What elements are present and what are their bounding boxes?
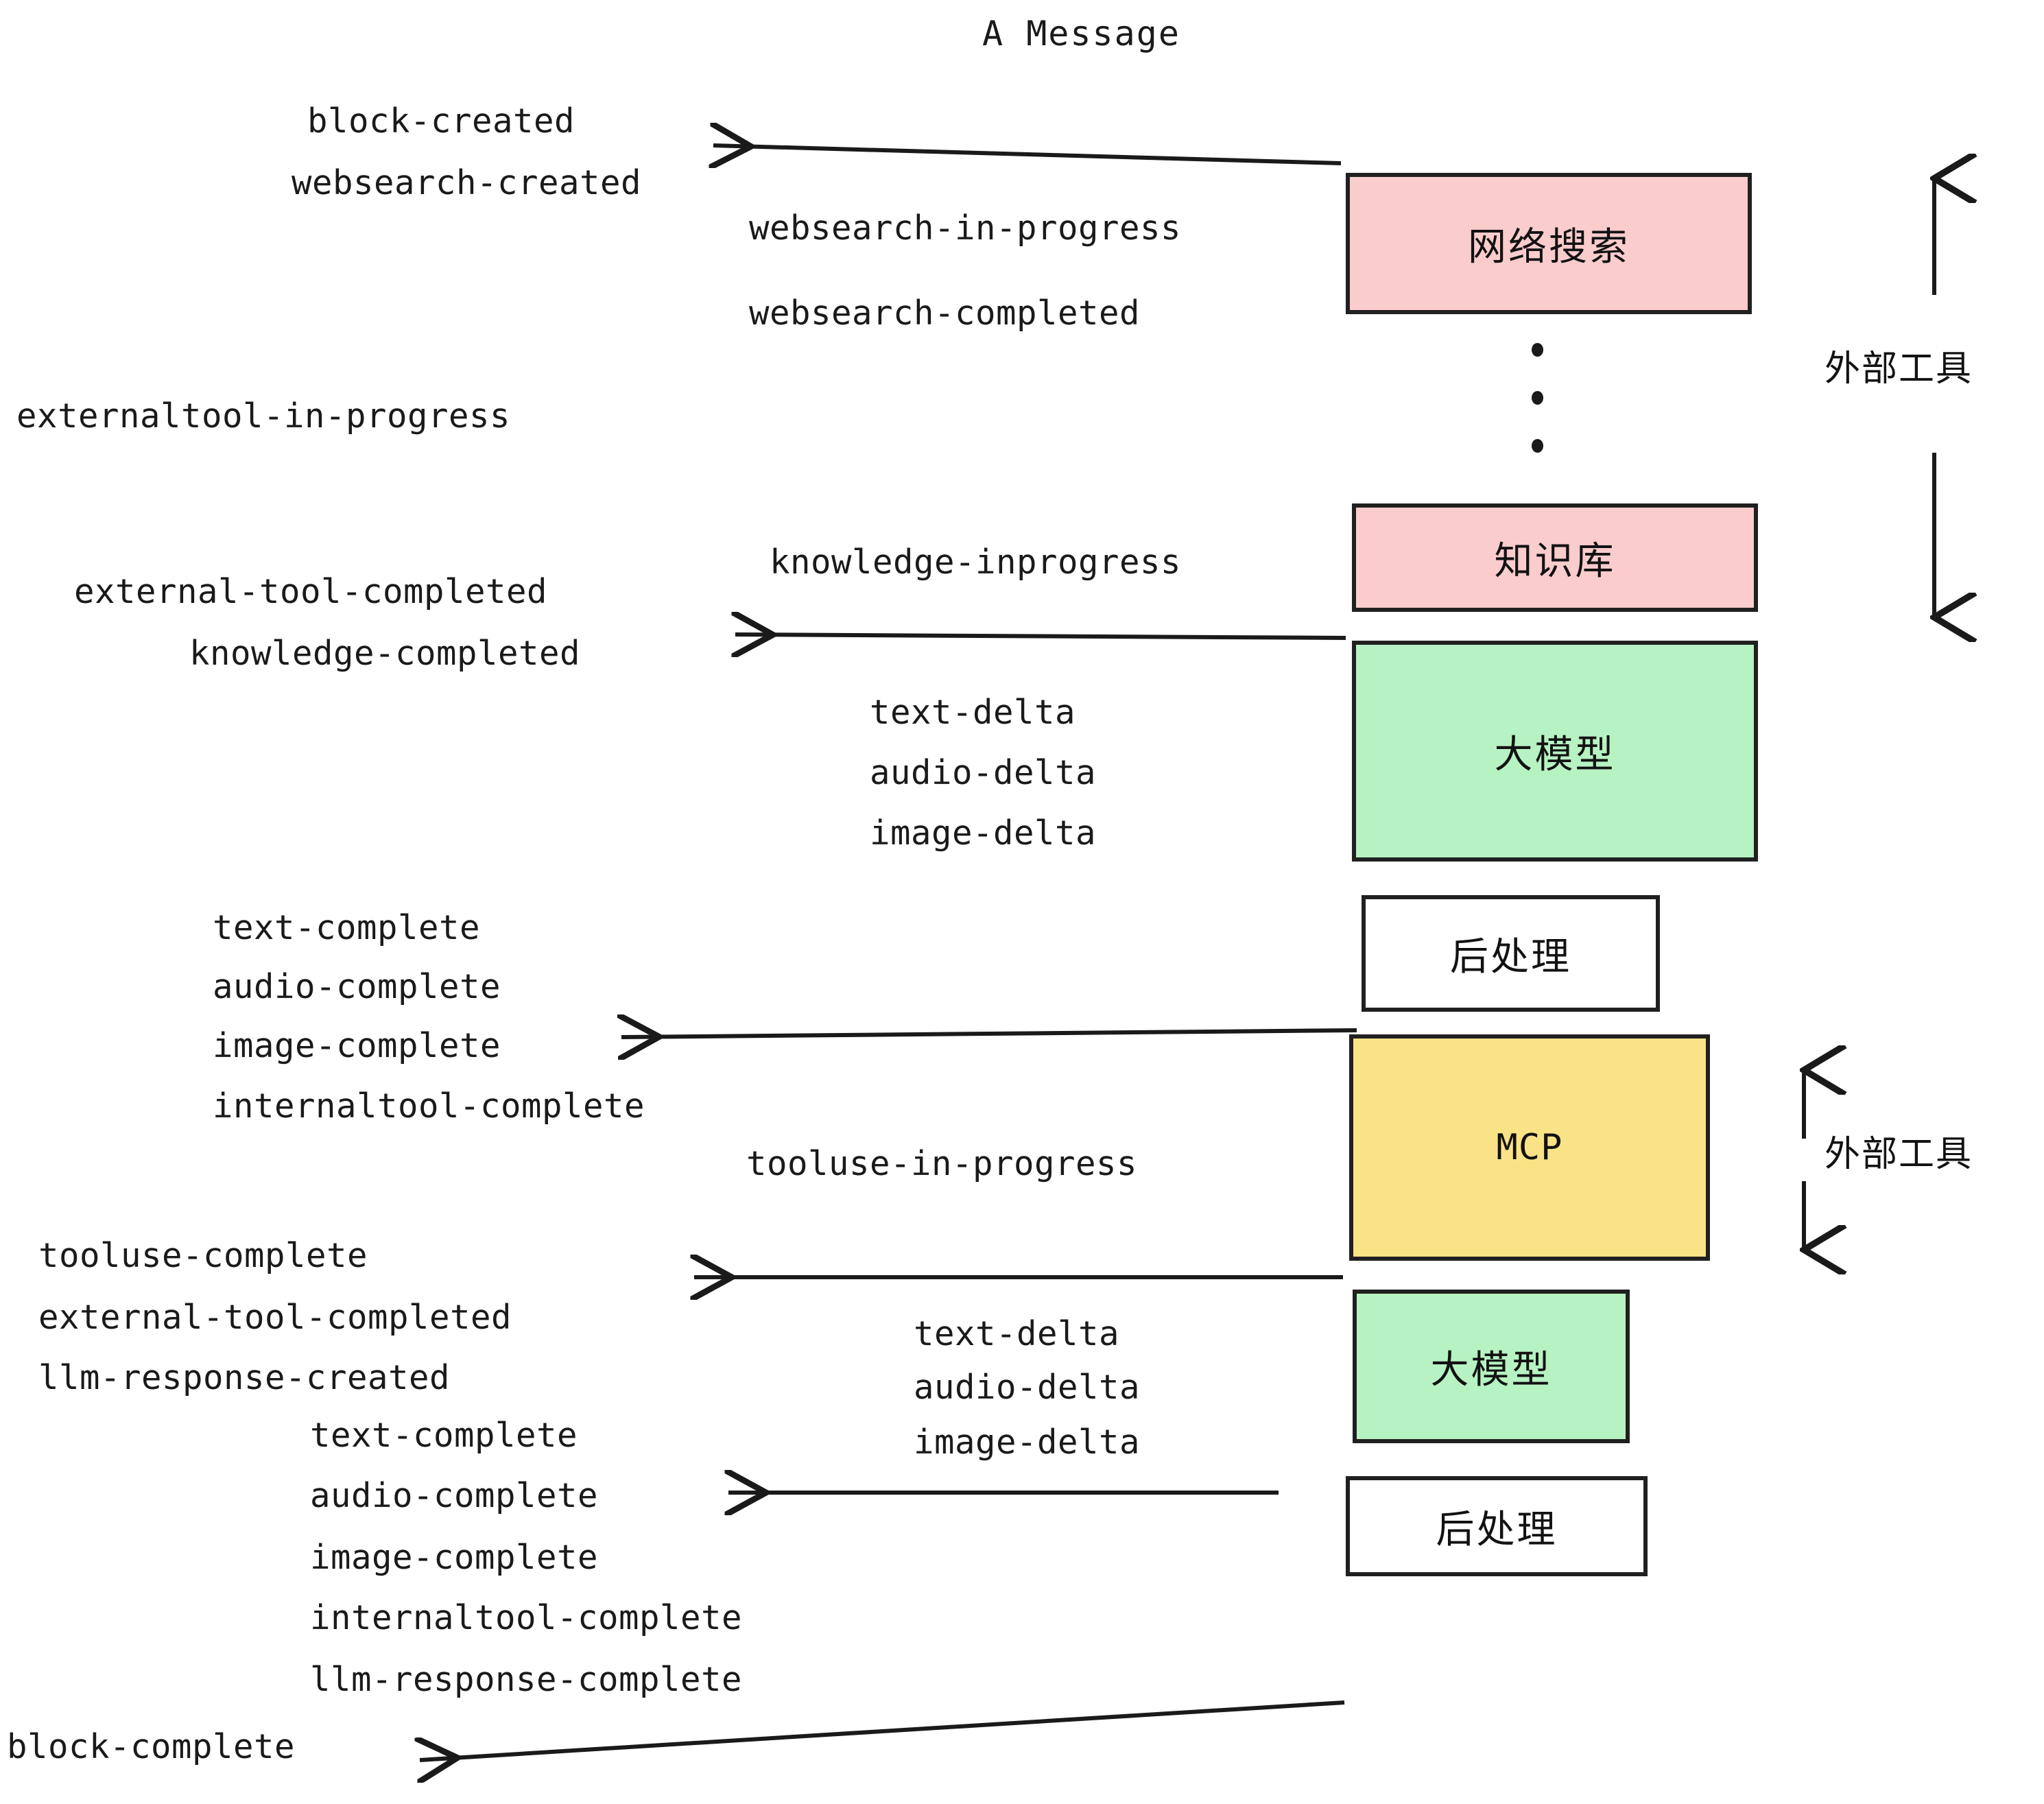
event-label-tooluse-in-progress: tooluse-in-progress — [746, 1144, 1138, 1183]
event-label-image-delta-1: image-delta — [870, 814, 1097, 853]
event-label-llm-response-created: llm-response-created — [38, 1358, 451, 1397]
event-label-external-tool-completed-2: external-tool-completed — [38, 1298, 512, 1337]
node-knowledge[interactable]: 知识库 — [1352, 503, 1758, 612]
event-label-audio-delta-1: audio-delta — [870, 753, 1097, 792]
page-title: A Message — [982, 14, 1180, 54]
node-llm-top[interactable]: 大模型 — [1352, 641, 1758, 862]
event-label-image-complete-2: image-complete — [310, 1538, 599, 1577]
event-label-websearch-created: websearch-created — [292, 163, 642, 202]
event-label-block-created: block-created — [307, 102, 575, 141]
node-postprocess-bottom-label: 后处理 — [1436, 1507, 1558, 1552]
arrow-websearch-to-created — [713, 145, 1342, 163]
node-mcp[interactable]: MCP — [1349, 1034, 1710, 1261]
event-label-knowledge-completed: knowledge-completed — [189, 634, 581, 673]
side-label-external-tool-top: 外部工具 — [1825, 348, 1973, 390]
node-llm-top-label: 大模型 — [1494, 732, 1616, 777]
arrow-llm-to-knowledge-completed — [735, 634, 1346, 638]
node-websearch-label: 网络搜索 — [1468, 224, 1630, 270]
event-label-text-delta-2: text-delta — [914, 1314, 1120, 1353]
node-postprocess-top-label: 后处理 — [1450, 934, 1571, 980]
node-llm-bottom[interactable]: 大模型 — [1353, 1290, 1630, 1443]
event-label-audio-delta-2: audio-delta — [914, 1368, 1141, 1407]
node-llm-bottom-label: 大模型 — [1430, 1347, 1552, 1392]
arrow-postprocess-to-block-complete — [420, 1700, 1345, 1760]
event-label-external-tool-completed-1: external-tool-completed — [74, 572, 548, 611]
event-label-text-delta-1: text-delta — [870, 693, 1076, 732]
event-label-text-complete-1: text-complete — [213, 908, 481, 947]
event-label-tooluse-complete: tooluse-complete — [38, 1236, 368, 1275]
node-websearch[interactable]: 网络搜索 — [1346, 173, 1752, 314]
event-label-llm-response-complete: llm-response-complete — [310, 1660, 743, 1699]
event-label-externaltool-in-progress: externaltool-in-progress — [16, 396, 511, 436]
arrow-postprocess-to-image-complete — [621, 1030, 1357, 1037]
event-label-websearch-in-progress: websearch-in-progress — [749, 209, 1182, 248]
event-label-websearch-completed: websearch-completed — [749, 294, 1141, 333]
vertical-ellipsis-icon — [1530, 343, 1544, 453]
event-label-internaltool-complete-2: internaltool-complete — [310, 1598, 743, 1637]
node-postprocess-top[interactable]: 后处理 — [1362, 895, 1660, 1012]
event-label-internaltool-complete-1: internaltool-complete — [213, 1087, 645, 1126]
event-label-knowledge-inprogress: knowledge-inprogress — [770, 543, 1182, 582]
event-label-text-complete-2: text-complete — [310, 1416, 578, 1455]
event-label-image-complete-1: image-complete — [213, 1026, 501, 1065]
node-knowledge-label: 知识库 — [1494, 538, 1616, 584]
event-label-audio-complete-1: audio-complete — [213, 967, 501, 1006]
event-label-block-complete: block-complete — [7, 1727, 296, 1766]
node-postprocess-bottom[interactable]: 后处理 — [1346, 1476, 1648, 1576]
node-mcp-label: MCP — [1496, 1127, 1563, 1168]
side-label-external-tool-bottom: 外部工具 — [1825, 1134, 1973, 1175]
event-label-image-delta-2: image-delta — [914, 1423, 1141, 1462]
event-label-audio-complete-2: audio-complete — [310, 1476, 599, 1515]
